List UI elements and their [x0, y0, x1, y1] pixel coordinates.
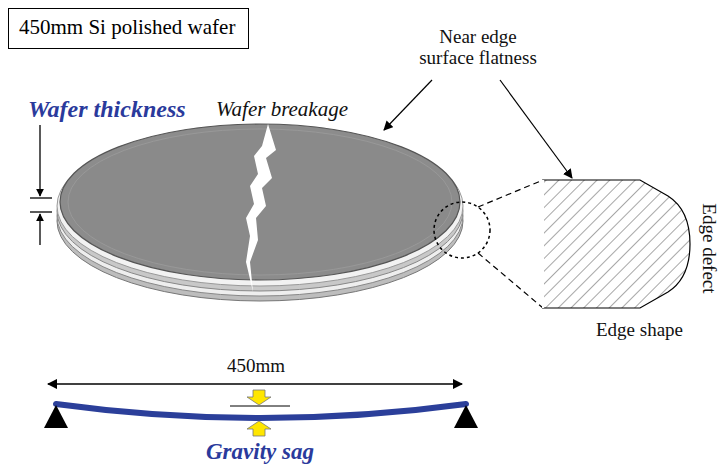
dimension-label: Wafer thickness — [28, 96, 186, 122]
part-label: Edge defect — [698, 203, 719, 293]
title-box: 450mm Si polished wafer — [8, 8, 249, 49]
sag-arrow — [247, 421, 271, 436]
dimension-label: 450mm — [227, 356, 285, 377]
edge-profile — [543, 180, 690, 308]
diameter-dimension — [48, 383, 462, 384]
sag-tick — [230, 406, 290, 407]
zoom-circle — [434, 202, 490, 258]
wafer-stack — [57, 124, 463, 301]
part-label: Near edge surface flatness — [418, 27, 538, 69]
open-edge — [542, 180, 544, 308]
title-text: 450mm Si polished wafer — [19, 15, 238, 40]
support — [44, 405, 68, 428]
leader-line — [384, 80, 432, 130]
zoom-line — [478, 180, 543, 207]
crack — [246, 124, 276, 292]
sagging-wafer — [56, 404, 466, 418]
part-label: Wafer breakage — [216, 98, 348, 121]
sag-arrow — [247, 390, 271, 405]
part-label: Edge shape — [596, 320, 683, 341]
support — [454, 405, 478, 428]
thickness-dimension — [30, 125, 52, 245]
leader-line — [500, 80, 572, 178]
zoom-line — [478, 253, 543, 308]
dimension-label: Gravity sag — [206, 439, 314, 464]
